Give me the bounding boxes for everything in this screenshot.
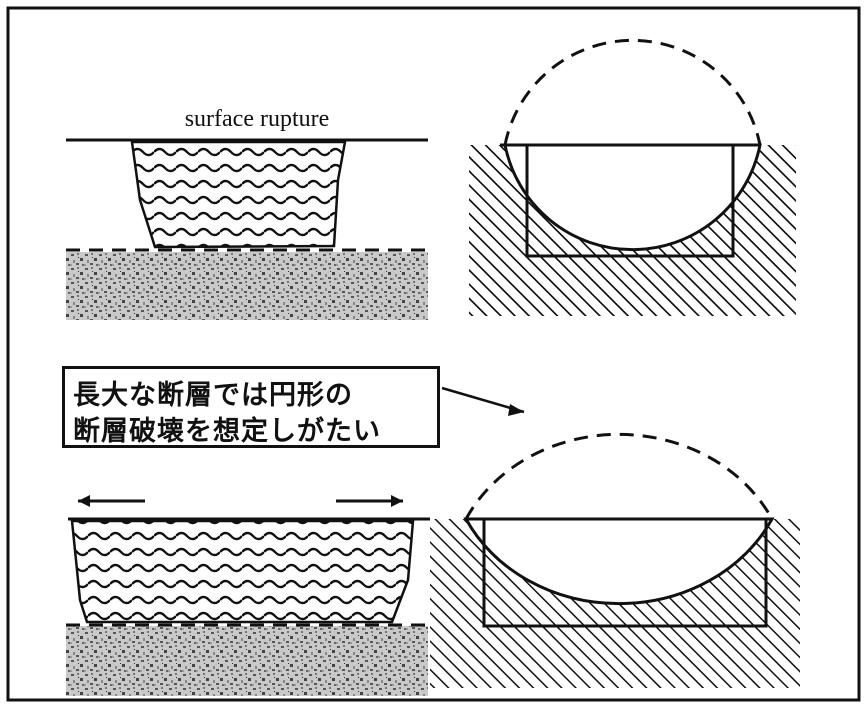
- bottom-right-section: [430, 432, 800, 688]
- right-arrow-head: [391, 495, 403, 507]
- callout-box: 長大な断層では円形の 断層破壊を想定しがたい: [62, 366, 440, 448]
- outer-frame: [6, 6, 861, 702]
- lower-speckled-layer-2: [66, 626, 428, 696]
- bottom-left-section: [66, 495, 430, 696]
- rupture-zone: [130, 140, 347, 249]
- left-arrow-head: [78, 495, 90, 507]
- callout-line-2: 断層破壊を想定しがたい: [73, 416, 381, 447]
- callout-arrow: [441, 386, 525, 416]
- fault-rectangle-2: [482, 517, 768, 628]
- upper-dashed-arc: [503, 38, 762, 146]
- rupture-zone-2: [70, 519, 415, 624]
- lower-semicircle-2: [463, 517, 775, 606]
- top-right-section: [469, 38, 796, 316]
- lower-speckled-layer: [66, 252, 428, 320]
- upper-dashed-arc-2: [464, 432, 774, 520]
- callout-line-1: 長大な断層では円形の: [73, 380, 353, 411]
- surface-rupture-label: surface rupture: [184, 106, 330, 132]
- top-left-section: [66, 138, 428, 320]
